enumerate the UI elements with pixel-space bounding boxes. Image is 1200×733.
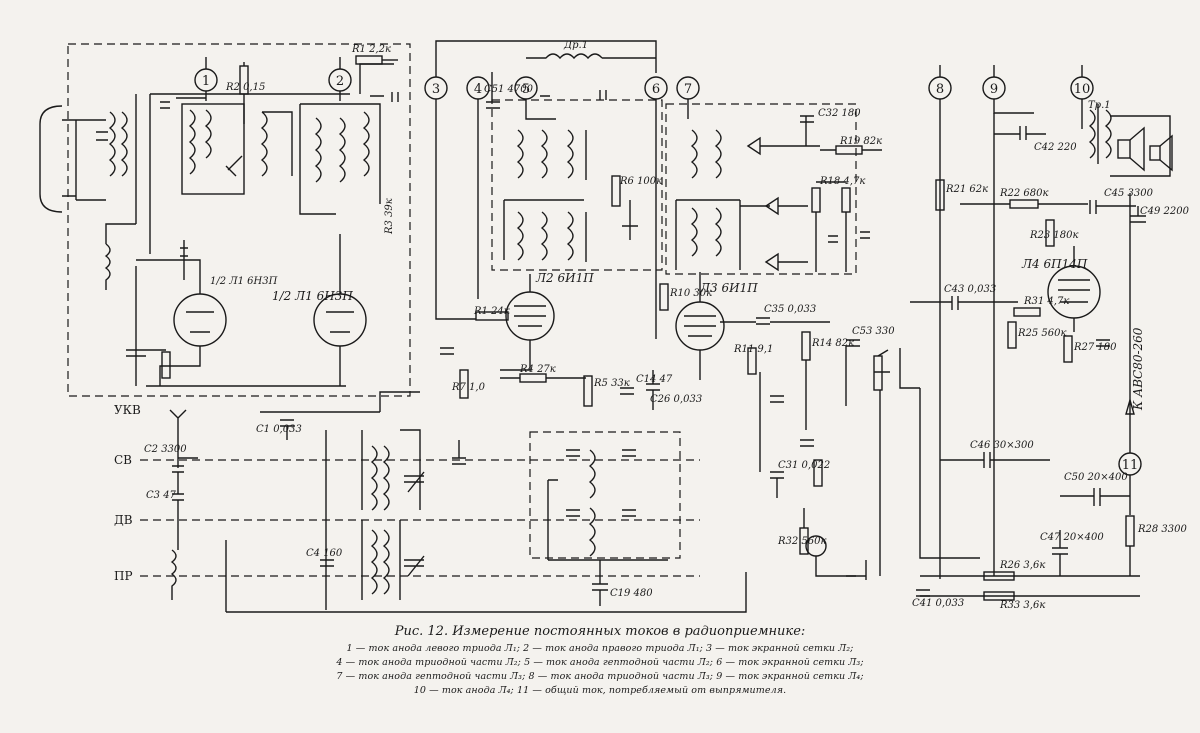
tube-l2 <box>476 274 554 370</box>
label-r7: R7 1,0 <box>451 382 486 393</box>
label-r26: R26 3,6к <box>999 560 1045 571</box>
tube-label-l1-left: 1/2 Л1 6Н3П <box>210 276 278 287</box>
label-c3: C3 47 <box>146 490 177 501</box>
label-r3: R3 39к <box>384 198 395 235</box>
tube-labels: 1/2 Л1 6Н3П 1/2 Л1 6Н3П Л2 6И1П Л3 6И1П … <box>210 257 1088 303</box>
band-label-dv: ДВ <box>114 513 133 527</box>
label-c4: C4 160 <box>306 548 343 559</box>
label-r2: R2 0,15 <box>225 82 265 93</box>
meter-8: 8 <box>929 65 951 239</box>
label-c47: C47 20×400 <box>1040 532 1104 543</box>
tube-label-l4: Л4 6П14П <box>1021 257 1088 271</box>
label-c41: C41 0,033 <box>912 598 964 609</box>
label-c42: C42 220 <box>1034 142 1077 153</box>
label-c46: C46 30×300 <box>970 440 1034 451</box>
meter-7-label: 7 <box>684 82 692 97</box>
band-label-pr: ПР <box>114 569 133 583</box>
label-r33: R33 3,6к <box>999 600 1045 611</box>
label-c49: C49 2200 <box>1140 206 1190 217</box>
label-r1: R1 2,2к <box>351 44 391 55</box>
figure-legend-line: 4 — ток анода триодной части Л₂; 5 — ток… <box>0 657 1200 668</box>
label-c32: C32 180 <box>818 108 861 119</box>
band-label-sv: СВ <box>114 453 132 467</box>
label-r11: R11 9,1 <box>733 344 773 355</box>
label-r27: R27 180 <box>1073 342 1117 353</box>
meter-2-label: 2 <box>336 74 344 89</box>
meter-4-label: 4 <box>474 82 482 97</box>
band-switch-area <box>140 392 746 612</box>
figure-legend-line: 7 — ток анода гептодной части Л₃; 8 — то… <box>0 671 1200 682</box>
meter-6: 6 <box>645 77 667 339</box>
meter-4: 4 <box>467 77 489 299</box>
figure-legend-line: 10 — ток анода Л₄; 11 — общий ток, потре… <box>0 685 1200 696</box>
rectifier-label: К АВС80-260 <box>1131 327 1145 411</box>
label-r31: R31 4,7к <box>1023 296 1069 307</box>
label-r1b: R1 24к <box>473 306 510 317</box>
meter-6-label: 6 <box>652 82 660 97</box>
label-c19: C19 480 <box>610 588 653 599</box>
meter-10: 10 <box>1071 65 1093 129</box>
label-r18: R18 4,7к <box>819 176 865 187</box>
label-r14: R14 82к <box>811 338 854 349</box>
label-r4: R4 27к <box>519 364 556 375</box>
label-r5: R5 33к <box>593 378 630 389</box>
label-r23: R23 180к <box>1029 230 1079 241</box>
label-r32: R32 560к <box>777 536 827 547</box>
band-label-ukv: УКВ <box>114 403 141 417</box>
label-c51: C51 4700 <box>484 84 534 95</box>
meter-9-label: 9 <box>990 82 998 97</box>
label-r6: R6 100к <box>619 176 662 187</box>
label-r22: R22 680к <box>999 188 1049 199</box>
meter-8-label: 8 <box>936 82 944 97</box>
tube-label-l1-right: 1/2 Л1 6Н3П <box>272 289 353 303</box>
label-dr1: Др.1 <box>563 40 588 51</box>
label-r19: R19 82к <box>839 136 882 147</box>
tube-label-l2: Л2 6И1П <box>535 271 594 285</box>
label-c14: C14 47 <box>636 374 673 385</box>
figure-legend-line: 1 — ток анода левого триода Л₁; 2 — ток … <box>0 643 1200 654</box>
meter-9: 9 <box>983 65 1034 113</box>
ukv-block <box>40 44 410 396</box>
label-tr1: Тр.1 <box>1088 100 1111 111</box>
label-c50: C50 20×400 <box>1064 472 1128 483</box>
label-c45: C45 3300 <box>1104 188 1154 199</box>
meter-7: 7 <box>677 77 699 119</box>
meter-3-label: 3 <box>432 82 440 97</box>
label-r21: R21 62к <box>945 184 988 195</box>
label-c43: C43 0,033 <box>944 284 996 295</box>
tube-label-l3: Л3 6И1П <box>699 281 758 295</box>
meter-10-label: 10 <box>1074 82 1091 97</box>
band-labels: УКВ СВ ДВ ПР <box>114 403 141 583</box>
meter-11-label: 11 <box>1122 458 1139 473</box>
label-c35: C35 0,033 <box>764 304 816 315</box>
figure-caption-title: Рис. 12. Измерение постоянных токов в ра… <box>0 624 1200 639</box>
label-c26: C26 0,033 <box>650 394 702 405</box>
label-r25: R25 560к <box>1017 328 1067 339</box>
label-c31: C31 0,022 <box>778 460 830 471</box>
component-labels: R1 2,2к R2 0,15 R3 39к R1 24к R4 27к R5 … <box>144 40 1190 611</box>
label-c53: C53 330 <box>852 326 895 337</box>
label-r28: R28 3300 <box>1137 524 1188 535</box>
label-c2: C2 3300 <box>144 444 187 455</box>
label-c1: C1 0,033 <box>256 424 302 435</box>
meter-1-label: 1 <box>202 74 210 89</box>
